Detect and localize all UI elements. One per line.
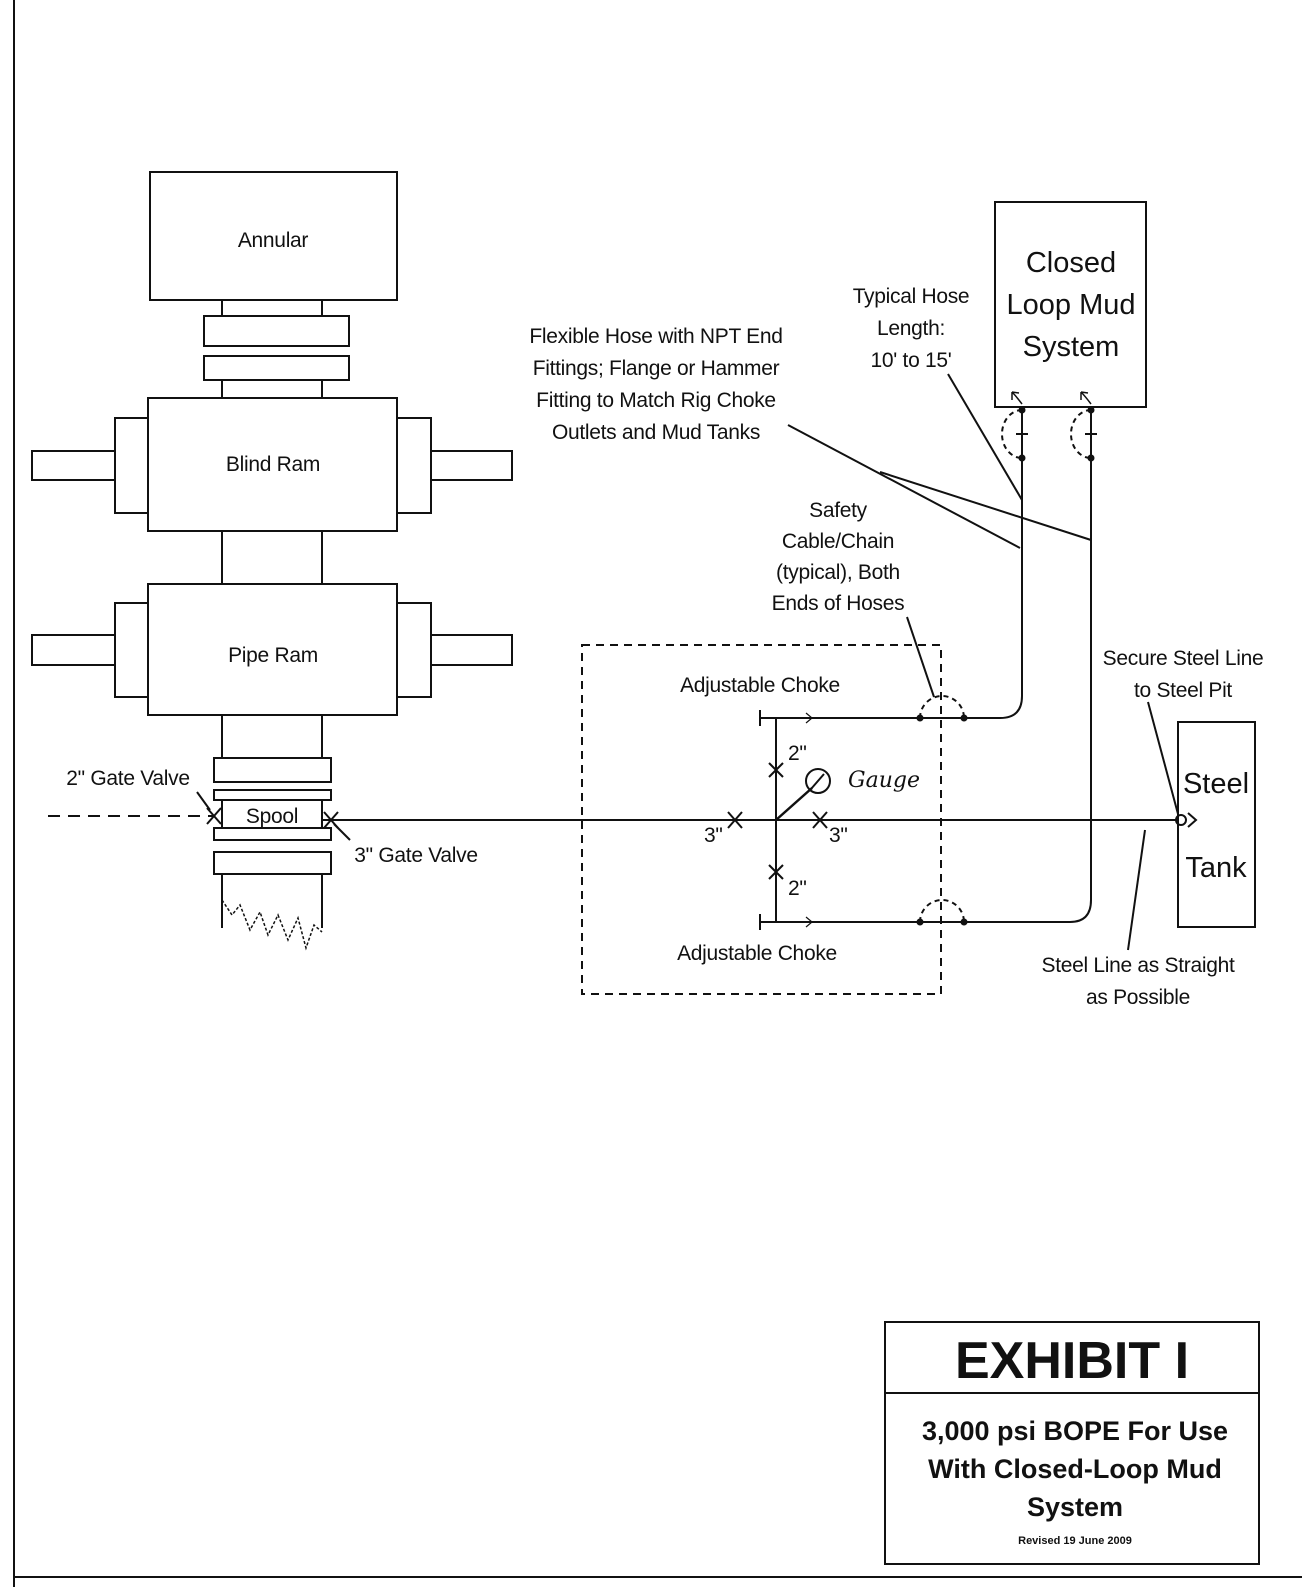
- annular-label: Annular: [238, 229, 309, 252]
- gate-valve-2-label: 2" Gate Valve: [66, 767, 189, 790]
- svg-text:as Possible: as Possible: [1086, 986, 1190, 1009]
- size-2-top-label: 2": [788, 742, 807, 765]
- flexible-hose-leader: [879, 471, 1092, 541]
- adjustable-choke-bottom-label: Adjustable Choke: [677, 942, 837, 965]
- typical-hose-leader: [947, 373, 1023, 501]
- size-3-left-label: 3": [704, 824, 723, 847]
- secure-steel-leader: [1147, 701, 1179, 815]
- annular-box: [149, 171, 398, 301]
- flexible-hose-leader: [787, 424, 1021, 549]
- adjustable-choke-top-label: Adjustable Choke: [680, 674, 840, 697]
- svg-text:10' to 15': 10' to 15': [871, 349, 952, 372]
- choke-manifold-box: [581, 644, 942, 995]
- exhibit-revised: Revised 19 June 2009: [1018, 1535, 1132, 1547]
- typical-hose-note: Typical Hose Length: 10' to 15': [853, 285, 970, 372]
- valve-2-top-marker: [768, 762, 784, 778]
- svg-text:Ends of Hoses: Ends of Hoses: [772, 592, 905, 615]
- valve-3-left-marker: [727, 811, 743, 829]
- exhibit-heading: EXHIBIT I: [955, 1332, 1189, 1390]
- svg-text:to Steel Pit: to Steel Pit: [1134, 679, 1232, 702]
- flange: [213, 827, 332, 841]
- gate-valve-3-leader: [333, 823, 351, 841]
- choke-top-arrow-icon: [805, 712, 813, 724]
- svg-text:Typical Hose: Typical Hose: [853, 285, 970, 308]
- flange: [213, 851, 332, 875]
- flexible-hose-note: Flexible Hose with NPT End Fittings; Fla…: [529, 325, 783, 444]
- hose-top-return-arrow-icon: [1011, 391, 1023, 405]
- flange: [203, 315, 350, 347]
- valve-3-right-marker: [812, 811, 828, 829]
- gauge-needle: [810, 773, 825, 790]
- blind-ram-rod-right: [430, 450, 513, 481]
- gate-valve-2-marker: [206, 807, 222, 825]
- closed-loop-label-2: Loop Mud: [1007, 289, 1136, 321]
- gate-valve-3-label: 3" Gate Valve: [354, 844, 477, 867]
- connector-dots: [916, 406, 1095, 926]
- svg-text:Secure Steel Line: Secure Steel Line: [1103, 647, 1264, 670]
- exhibit-title-1: 3,000 psi BOPE For Use: [922, 1416, 1228, 1446]
- svg-text:Fittings; Flange or Hammer: Fittings; Flange or Hammer: [533, 357, 780, 380]
- blind-ram-rod-left: [31, 450, 116, 481]
- hose-bottom: [1069, 410, 1092, 923]
- steel-line-coupling: [1175, 814, 1187, 826]
- exhibit-title-3: System: [1027, 1492, 1123, 1522]
- gauge-icon: [805, 768, 831, 794]
- flange: [213, 757, 332, 783]
- svg-text:Safety: Safety: [809, 499, 868, 522]
- svg-text:Fitting to Match Rig Choke: Fitting to Match Rig Choke: [536, 389, 776, 412]
- blind-ram-operator-right: [396, 417, 432, 514]
- casing-break: [221, 899, 323, 951]
- pipe-ram-rod-right: [430, 634, 513, 666]
- pipe-ram-label: Pipe Ram: [228, 644, 318, 667]
- pipe-ram-operator-right: [396, 602, 432, 698]
- exhibit-box: [884, 1321, 1260, 1565]
- flange: [213, 789, 332, 801]
- valve-2-bottom-marker: [768, 864, 784, 880]
- pipe-ram-operator-left: [114, 602, 149, 698]
- blind-ram-label: Blind Ram: [226, 453, 320, 476]
- svg-text:Outlets and Mud Tanks: Outlets and Mud Tanks: [552, 421, 760, 444]
- steel-straight-note: Steel Line as Straight as Possible: [1041, 954, 1235, 1009]
- exhibit-title-2: With Closed-Loop Mud: [928, 1454, 1222, 1484]
- flange: [203, 355, 350, 381]
- svg-text:(typical), Both: (typical), Both: [776, 561, 900, 584]
- svg-text:Flexible Hose with NPT End: Flexible Hose with NPT End: [529, 325, 782, 348]
- svg-text:Cable/Chain: Cable/Chain: [782, 530, 894, 553]
- size-2-bottom-label: 2": [788, 877, 807, 900]
- gate-valve-2-leader: [196, 791, 211, 811]
- steel-line-arrow-icon: [1187, 812, 1198, 828]
- svg-text:Steel Line as Straight: Steel Line as Straight: [1041, 954, 1234, 977]
- blind-ram-operator-left: [114, 417, 149, 514]
- steel-straight-leader: [1127, 829, 1146, 951]
- hose-bottom-return-arrow-icon: [1080, 391, 1092, 405]
- steel-tank-label-2: Tank: [1185, 852, 1247, 884]
- safety-cable-leader: [906, 616, 935, 698]
- gauge-label: Gauge: [848, 768, 920, 793]
- closed-loop-label-1: Closed: [1026, 247, 1116, 279]
- pipe-ram-rod-left: [31, 634, 116, 666]
- steel-tank-label-1: Steel: [1183, 768, 1249, 800]
- hose-top: [999, 410, 1023, 719]
- gauge-stem: [775, 787, 813, 821]
- size-3-right-label: 3": [829, 824, 848, 847]
- safety-cable-note: Safety Cable/Chain (typical), Both Ends …: [772, 499, 905, 615]
- choke-bottom-arrow-icon: [805, 916, 813, 928]
- spool-label: Spool: [246, 805, 298, 828]
- closed-loop-label-3: System: [1023, 331, 1120, 363]
- secure-steel-note: Secure Steel Line to Steel Pit: [1103, 647, 1264, 702]
- svg-text:Length:: Length:: [877, 317, 945, 340]
- closed-loop-box: [994, 201, 1147, 408]
